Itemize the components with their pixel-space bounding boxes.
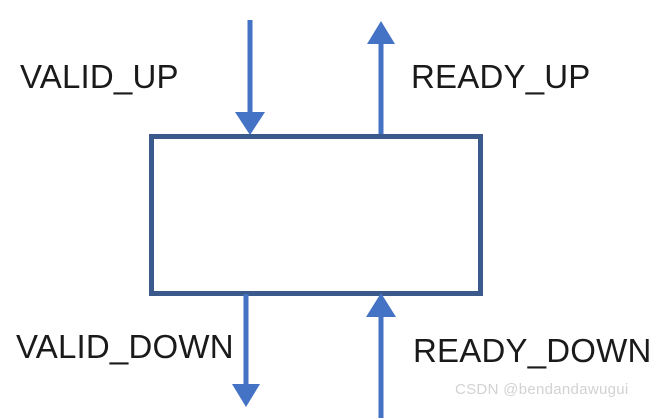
valid-down-arrow: [232, 294, 260, 407]
valid-down-arrow-head: [232, 384, 260, 407]
ready-down-arrow-head: [366, 293, 396, 317]
ready-up-arrow-head: [367, 21, 395, 44]
signal-label-valid-down: VALID_DOWN: [16, 328, 234, 365]
watermark: CSDN @bendandawugui: [455, 381, 629, 398]
valid-up-arrow: [235, 20, 265, 135]
ready-down-arrow: [366, 293, 396, 418]
signal-label-ready-up: READY_UP: [411, 58, 591, 95]
valid-up-arrow-head: [235, 112, 265, 135]
signal-label-ready-down: READY_DOWN: [413, 332, 652, 369]
signal-label-valid-up: VALID_UP: [20, 58, 179, 95]
module-block: [149, 134, 483, 296]
ready-up-arrow: [367, 21, 395, 134]
